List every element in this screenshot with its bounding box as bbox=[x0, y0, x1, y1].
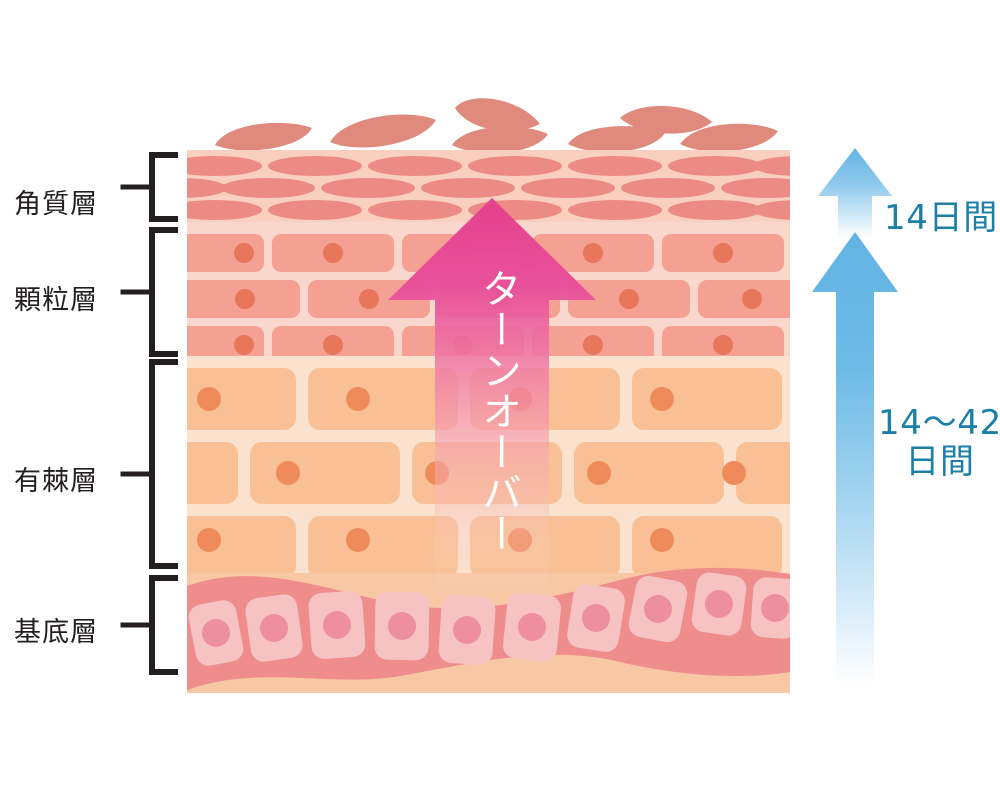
corneum-duration-arrow bbox=[818, 148, 892, 238]
bracket-granular bbox=[149, 227, 178, 357]
turnover-caption: ターンオーバー bbox=[475, 268, 521, 554]
label-stratum-corneum: 角質層 bbox=[14, 189, 99, 220]
stratum-corneum-group bbox=[187, 150, 790, 222]
epidermis-duration-label: 14〜42 日間 bbox=[878, 403, 1000, 483]
label-basal-layer: 基底層 bbox=[14, 617, 99, 648]
epidermis-duration-line2: 日間 bbox=[905, 442, 975, 483]
label-spinous-layer: 有棘層 bbox=[14, 466, 99, 497]
epidermis-duration-line1: 14〜42 bbox=[878, 403, 1000, 443]
corneum-duration-label: 14日間 bbox=[884, 198, 998, 238]
basal-nuclei bbox=[202, 590, 789, 647]
bracket-basal bbox=[149, 575, 178, 675]
desquamation-flakes bbox=[215, 98, 778, 154]
basal-layer-group bbox=[187, 567, 790, 690]
layer-brackets bbox=[120, 152, 178, 675]
epidermis-duration-arrow bbox=[812, 232, 898, 684]
bracket-stratum-corneum bbox=[149, 152, 178, 222]
bracket-spinous bbox=[149, 359, 178, 569]
turnover-arrow bbox=[388, 198, 596, 600]
label-granular-layer: 顆粒層 bbox=[14, 285, 99, 316]
